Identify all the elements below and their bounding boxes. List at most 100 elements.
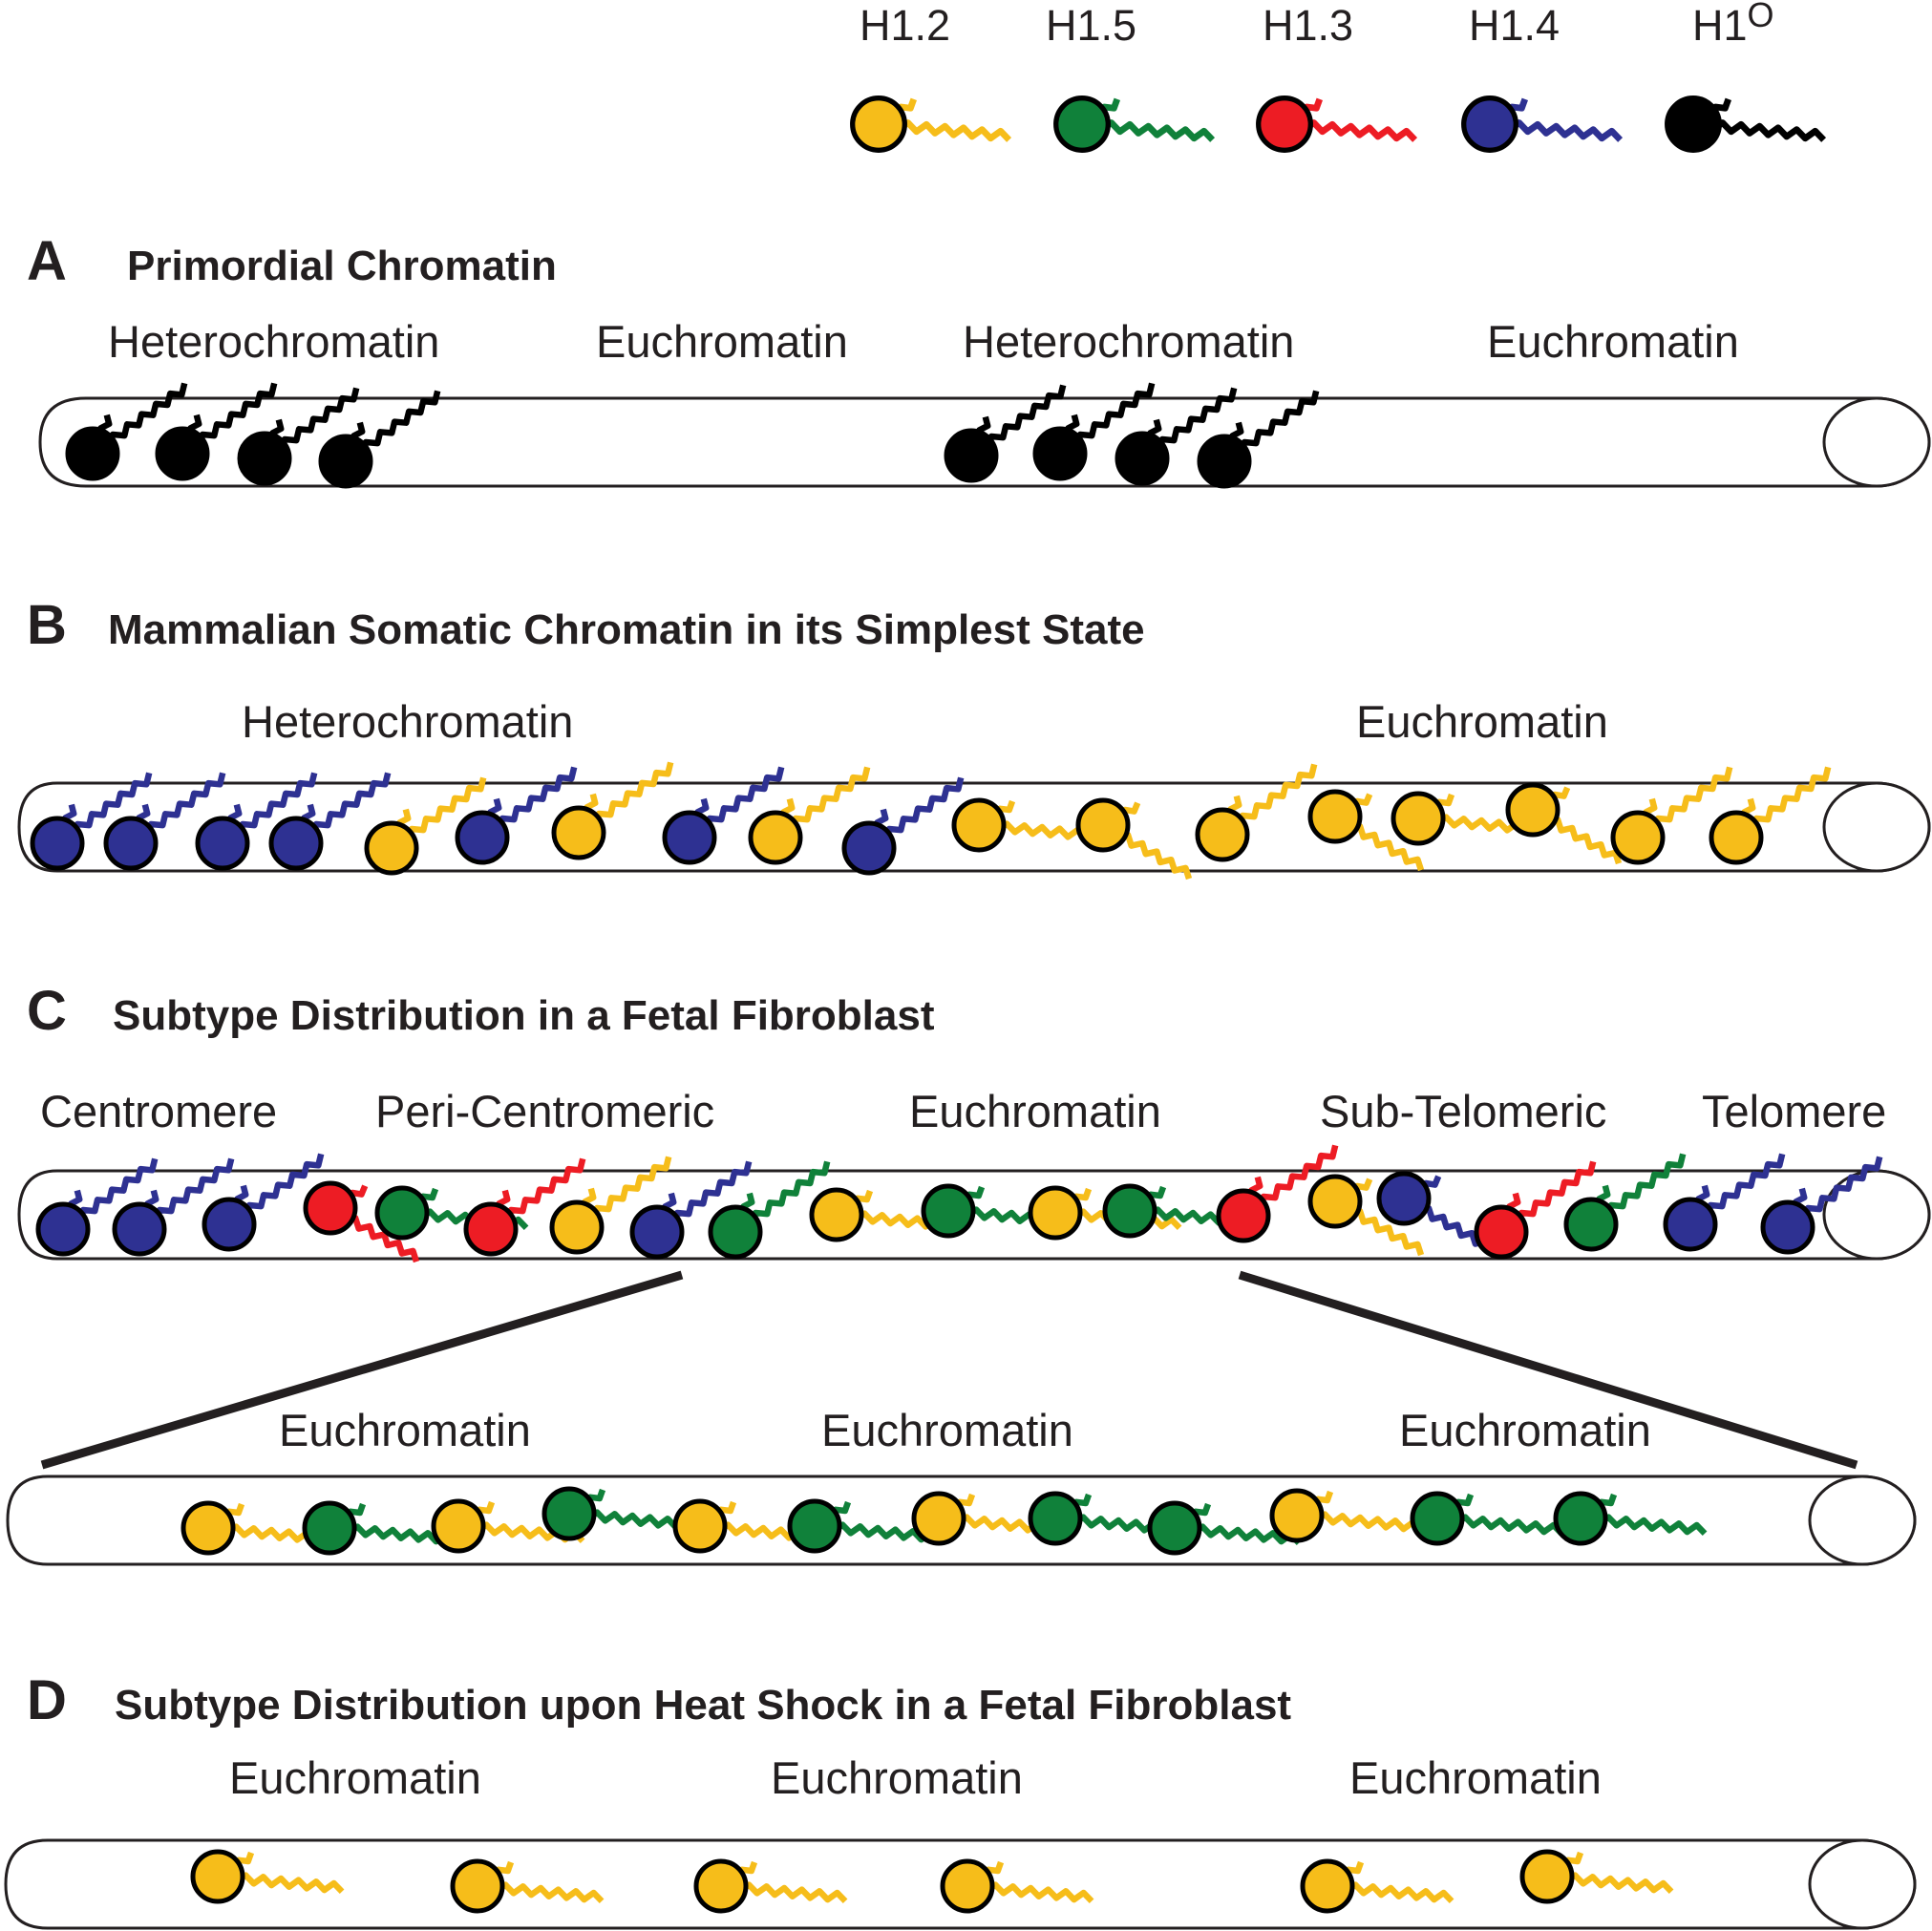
panel-c-region-telomere: Telomere: [1702, 1086, 1886, 1136]
legend-histone-h1-3: [1256, 95, 1418, 153]
histone-c-terminal-tail: [271, 387, 360, 456]
histone-globular-domain: [1028, 1185, 1083, 1241]
panel-b-histone: [748, 766, 871, 865]
zoom-histone: [672, 1498, 827, 1554]
histone-c-terminal-tail: [822, 1521, 942, 1544]
histone-globular-domain: [850, 95, 907, 153]
histone-globular-domain: [374, 1185, 430, 1241]
histone-globular-domain: [541, 1486, 597, 1541]
histone-c-terminal-tail: [99, 382, 188, 452]
histone-c-terminal-tail: [489, 766, 578, 836]
histone-c-terminal-tail: [696, 766, 785, 836]
histone-c-terminal-tail: [1702, 119, 1827, 142]
histone-globular-domain: [455, 810, 510, 865]
panel-c-histone: [549, 1156, 672, 1255]
panel-b-histone: [103, 772, 226, 871]
histone-globular-domain: [112, 1201, 167, 1257]
histone-globular-domain: [1663, 1197, 1718, 1252]
histone-c-terminal-tail: [1743, 766, 1832, 836]
panel-b-region-heterochromatin: Heterochromatin: [242, 696, 573, 747]
histone-globular-domain: [103, 816, 159, 871]
histone-c-terminal-tail: [1588, 1514, 1708, 1537]
histone-c-terminal-tail: [1697, 1153, 1786, 1222]
histone-globular-domain: [693, 1858, 749, 1914]
panel-c-region-euchromatin: Euchromatin: [909, 1086, 1161, 1136]
histone-c-terminal-tail: [1229, 763, 1318, 833]
histone-globular-domain: [1391, 791, 1446, 846]
histone-globular-domain: [1028, 1491, 1083, 1546]
histone-c-terminal-tail: [1498, 119, 1624, 142]
legend-histone-h1-4: [1461, 95, 1624, 153]
histone-globular-domain: [549, 1199, 605, 1255]
histone-c-terminal-tail: [729, 1881, 848, 1904]
histone-c-terminal-tail: [70, 1157, 159, 1227]
panel-b-histone: [1505, 782, 1623, 865]
histone-c-terminal-tail: [485, 1881, 605, 1904]
panel-b-histone: [30, 772, 153, 871]
panel-a-histone: [1197, 390, 1320, 489]
histone-globular-domain: [629, 1204, 685, 1260]
zoom-histone: [787, 1498, 942, 1554]
histone-globular-domain: [1216, 1188, 1271, 1243]
histone-c-terminal-tail: [138, 772, 226, 841]
panel-d-letter: D: [27, 1669, 67, 1731]
histone-c-terminal-tail: [64, 772, 153, 841]
histone-c-terminal-tail: [236, 1153, 325, 1222]
legend-histone-h1-0: [1665, 95, 1827, 153]
histone-c-terminal-tail: [1182, 1523, 1302, 1546]
histone-c-terminal-tail: [887, 119, 1012, 142]
zoom-histone: [1553, 1491, 1708, 1546]
histone-globular-domain: [1115, 431, 1170, 486]
histone-globular-domain: [1032, 426, 1088, 481]
histone-globular-domain: [1461, 95, 1518, 153]
histone-c-terminal-tail: [189, 382, 278, 452]
panel-d-histone: [940, 1858, 1094, 1914]
histone-c-terminal-tail: [876, 776, 965, 846]
histone-c-terminal-tail: [1293, 119, 1418, 142]
histone-globular-domain: [1665, 95, 1722, 153]
panel-c-histone: [1216, 1144, 1339, 1243]
histone-globular-domain: [662, 810, 717, 865]
histone-c-terminal-tail: [975, 1881, 1094, 1904]
histone-globular-domain: [318, 434, 373, 489]
histone-c-terminal-tail: [1645, 766, 1733, 836]
histone-globular-domain: [431, 1498, 486, 1554]
panel-b-title: Mammalian Somatic Chromatin in its Simpl…: [108, 606, 1145, 653]
panel-d-region-euchromatin-1: Euchromatin: [229, 1752, 481, 1803]
panel-a-histone: [944, 384, 1067, 483]
panel-d-fiber-end-cap: [1808, 1838, 1917, 1930]
panel-c-histone: [35, 1157, 159, 1257]
histone-globular-domain: [1147, 1500, 1202, 1556]
histone-globular-domain: [672, 1498, 728, 1554]
histone-c-terminal-tail: [978, 384, 1067, 454]
histone-globular-domain: [1075, 797, 1131, 853]
histone-globular-domain: [450, 1858, 505, 1914]
zoom-line-left: [40, 1270, 684, 1470]
panel-c-histone: [1663, 1153, 1786, 1252]
legend-label-h1-4: H1.4: [1469, 1, 1560, 50]
histone-globular-domain: [364, 820, 419, 876]
panel-c-histone: [1307, 1174, 1425, 1257]
histone-globular-domain: [1474, 1204, 1529, 1260]
panel-c-fiber-end-cap: [1822, 1169, 1931, 1261]
histone-globular-domain: [202, 1197, 257, 1252]
panel-b-histone: [551, 761, 674, 860]
histone-globular-domain: [944, 428, 999, 483]
zoom-histone: [1147, 1500, 1302, 1556]
panel-b: B Mammalian Somatic Chromatin in its Sim…: [17, 594, 1931, 881]
histone-globular-domain: [35, 1201, 91, 1257]
legend-label-h1-0: H1O: [1692, 0, 1774, 50]
histone-globular-domain: [1053, 95, 1111, 153]
panel-c-histone: [809, 1187, 964, 1242]
histone-globular-domain: [940, 1858, 995, 1914]
histone-c-terminal-tail: [146, 1157, 235, 1227]
zoom-region-euchromatin-2: Euchromatin: [821, 1405, 1073, 1455]
panel-a-histone: [237, 387, 360, 486]
histone-globular-domain: [1376, 1171, 1432, 1226]
panel-b-histone: [1307, 789, 1425, 872]
panel-d-histone: [693, 1858, 848, 1914]
histone-globular-domain: [1553, 1491, 1608, 1546]
legend-histone-h1-2: [850, 95, 1012, 153]
histone-globular-domain: [921, 1183, 976, 1239]
panel-c-histone: [708, 1160, 831, 1260]
